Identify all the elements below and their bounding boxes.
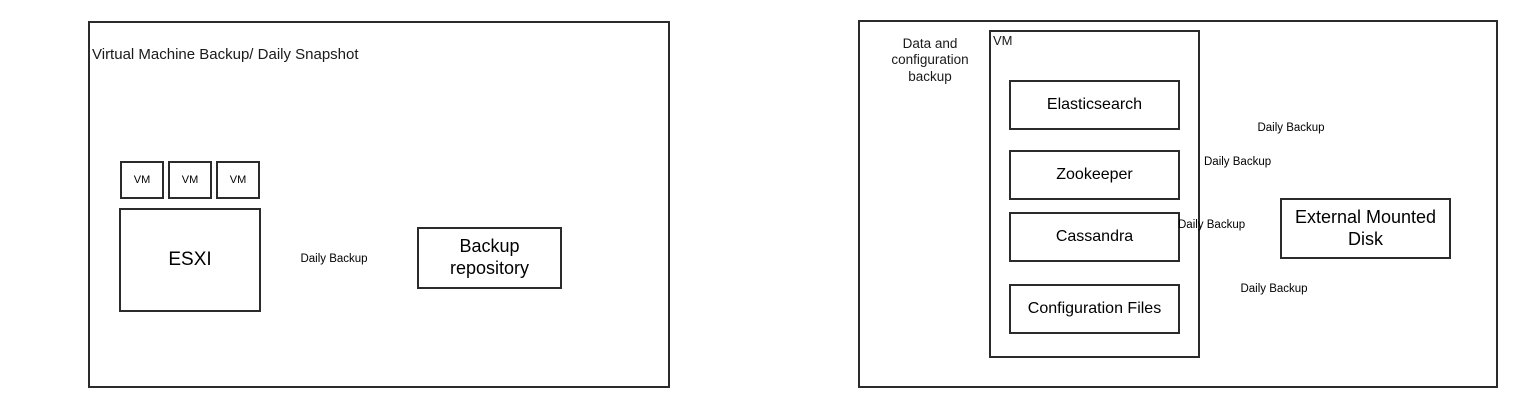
edge-label-daily-backup: Daily Backup [1204, 156, 1272, 168]
external-mounted-disk-box: External Mounted Disk [1280, 198, 1451, 259]
service-box-elasticsearch: Elasticsearch [1009, 80, 1180, 130]
service-box-zookeeper: Zookeeper [1009, 150, 1180, 200]
service-box-configuration-files: Configuration Files [1009, 284, 1180, 334]
vm-box: VM [120, 161, 164, 199]
vm-box: VM [168, 161, 212, 199]
left-panel [88, 21, 670, 388]
edge-label-daily-backup: Daily Backup [300, 253, 368, 265]
vm-container-label: VM [993, 33, 1013, 48]
vm-box: VM [216, 161, 260, 199]
esxi-host-box: ESXI [119, 208, 261, 312]
edge-label-daily-backup: Daily Backup [1240, 283, 1308, 295]
vm-container-box [989, 30, 1200, 358]
left-panel-title: Virtual Machine Backup/ Daily Snapshot [92, 46, 359, 63]
edge-label-daily-backup: Daily Backup [1178, 219, 1246, 231]
service-box-cassandra: Cassandra [1009, 212, 1180, 262]
data-and-configuration-backup-label: Data and configuration backup [891, 36, 969, 84]
backup-repository-box: Backup repository [417, 227, 562, 289]
external-mounted-disk-label: External Mounted Disk [1294, 206, 1437, 249]
backup-repository-label: Backup repository [449, 236, 530, 278]
edge-label-daily-backup: Daily Backup [1257, 122, 1325, 134]
